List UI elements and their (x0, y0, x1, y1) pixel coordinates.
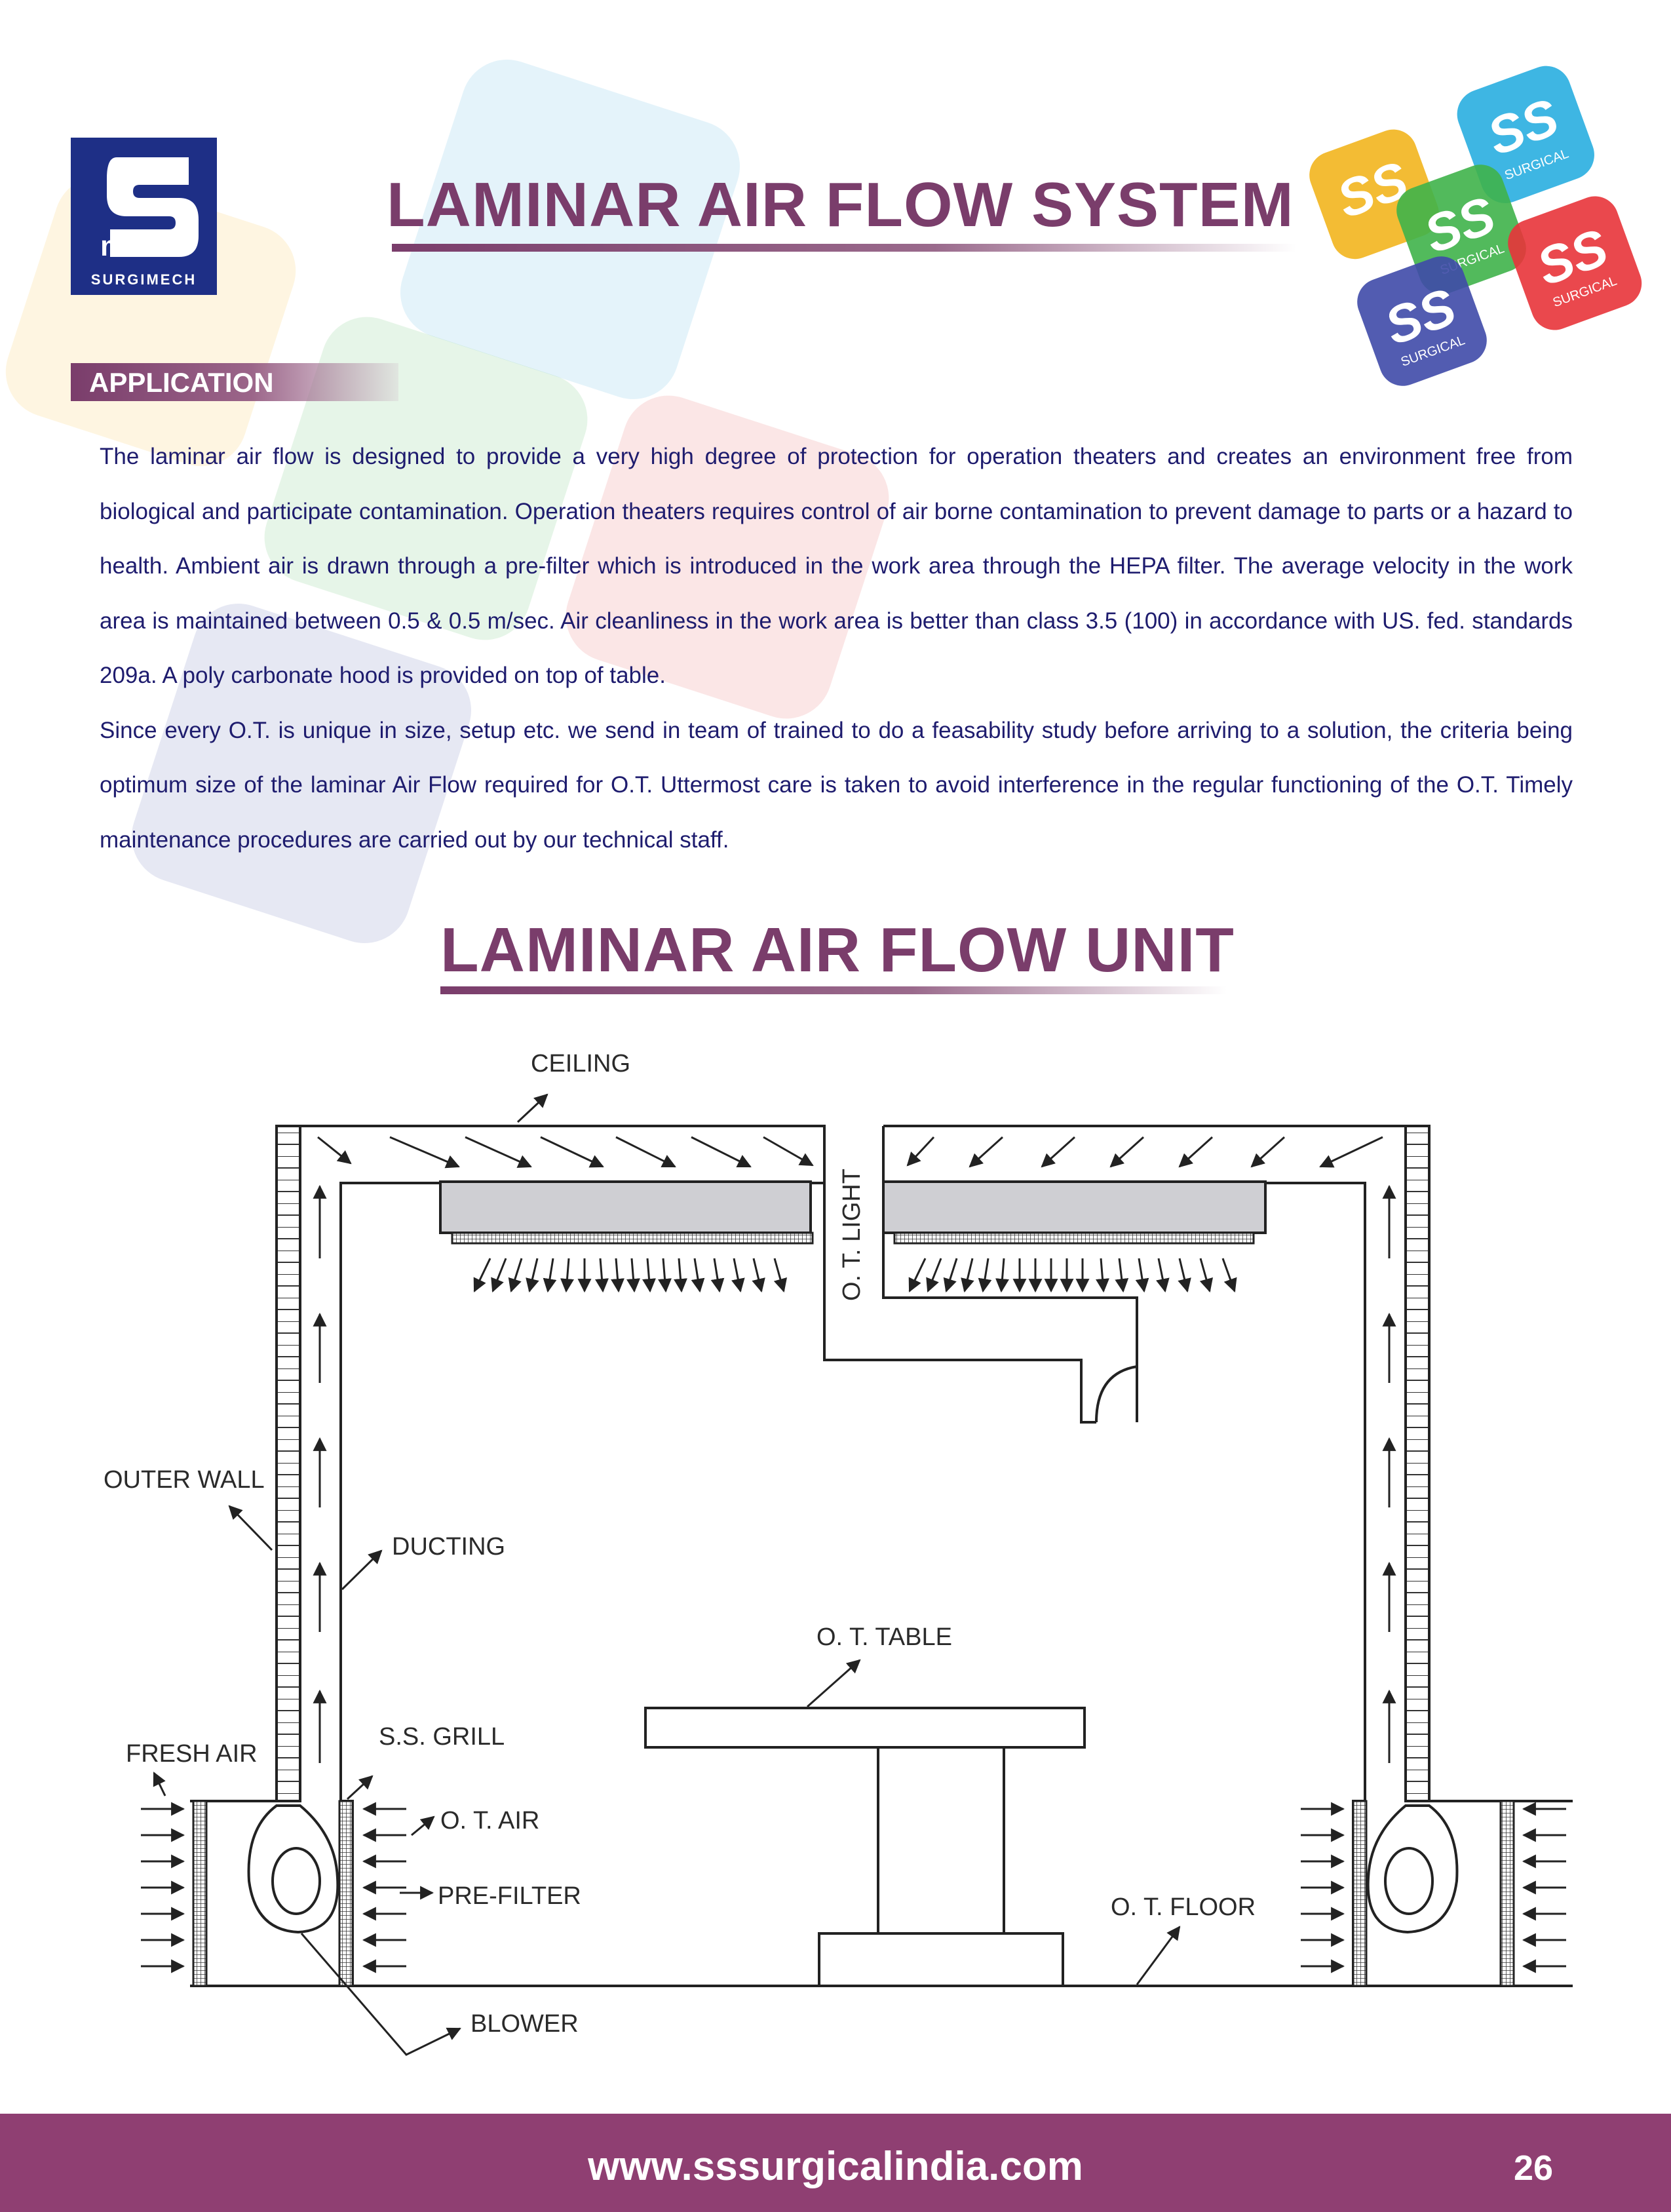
diagram-title-underline (440, 986, 1227, 994)
label-blower: BLOWER (471, 2010, 579, 2038)
label-ot-light: O. T. LIGHT (838, 1169, 866, 1301)
website-link[interactable]: www.sssurgicalindia.com (588, 2144, 1083, 2189)
label-ss-grill: S.S. GRILL (379, 1723, 505, 1751)
label-ot-air: O. T. AIR (440, 1807, 539, 1834)
logo-text: SURGIMECH (90, 271, 197, 288)
footer-bar: www.sssurgicalindia.com 26 (0, 2114, 1671, 2212)
hepa-filter-right (882, 1180, 1267, 1234)
logo-mark-icon: m (100, 157, 199, 262)
label-ceiling: CEILING (531, 1050, 630, 1077)
label-pre-filter: PRE-FILTER (438, 1882, 581, 1910)
title-underline (392, 244, 1296, 252)
ot-table (644, 1707, 1086, 1987)
label-ot-table: O. T. TABLE (816, 1623, 952, 1651)
page-number: 26 (1514, 2148, 1554, 2188)
paragraph: Since every O.T. is unique in size, setu… (100, 717, 1573, 853)
page-title: LAMINAR AIR FLOW SYSTEM (387, 170, 1294, 240)
surgimech-logo: m SURGIMECH (71, 138, 217, 295)
label-outer-wall: OUTER WALL (104, 1466, 265, 1494)
label-fresh-air: FRESH AIR (126, 1740, 258, 1768)
label-ducting: DUCTING (392, 1533, 505, 1561)
blower-left (247, 1804, 339, 1934)
diagram-labels: CEILING O. T. LIGHT OUTER WALL DUCTING O… (104, 1050, 1256, 2038)
body-text: The laminar air flow is designed to prov… (100, 429, 1573, 867)
section-heading-bar: APPLICATION (71, 363, 398, 401)
ss-surgical-badges: SS SS SURGICAL SS SURGICAL SS SURGICAL S… (1309, 66, 1642, 386)
svg-text:m: m (100, 230, 126, 262)
hepa-filter-left (439, 1180, 812, 1234)
blower-right (1366, 1804, 1459, 1934)
paragraph: The laminar air flow is designed to prov… (100, 444, 1573, 688)
section-heading: APPLICATION (89, 367, 274, 398)
laminar-air-flow-diagram: CEILING O. T. LIGHT OUTER WALL DUCTING O… (104, 1050, 1573, 2056)
label-ot-floor: O. T. FLOOR (1111, 1893, 1256, 1921)
diagram-title: LAMINAR AIR FLOW UNIT (440, 915, 1235, 985)
